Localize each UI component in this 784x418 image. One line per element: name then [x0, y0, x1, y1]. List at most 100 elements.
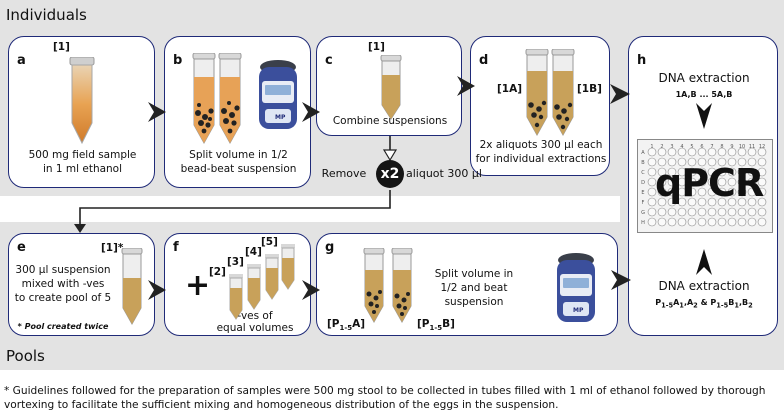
panel-a-tag: [1] — [53, 41, 70, 53]
plate-well — [677, 217, 687, 227]
plate-well — [647, 177, 657, 187]
plate-col-label: 12 — [759, 144, 765, 150]
panel-f-tag-2: [2] — [209, 266, 226, 278]
plate-well — [657, 207, 667, 217]
plate-well — [687, 197, 697, 207]
panel-a-letter: a — [17, 53, 26, 68]
plate-well — [667, 167, 677, 177]
panel-f-letter: f — [173, 240, 179, 255]
plate-well — [727, 207, 737, 217]
plate-col-label: 1 — [650, 144, 653, 150]
plate-well — [687, 177, 697, 187]
plate-well — [687, 207, 697, 217]
plate-well — [747, 177, 757, 187]
plate-well — [687, 217, 697, 227]
panel-e-tag: [1]* — [101, 242, 124, 254]
plate-well — [717, 207, 727, 217]
panel-c: c [1] Combine suspensions — [316, 36, 462, 136]
panel-f-tag-5: [5] — [261, 236, 278, 248]
panel-b-text-2: bead-beat suspension — [180, 163, 297, 175]
plate-well — [677, 187, 687, 197]
panel-c-text: Combine suspensions — [332, 115, 448, 127]
arrow-f-to-g-icon — [302, 280, 320, 300]
plate-well — [757, 217, 767, 227]
neg-tube-4-icon — [265, 254, 279, 300]
plate-well — [707, 197, 717, 207]
plate-well — [677, 167, 687, 177]
plate-well — [747, 167, 757, 177]
up-arrow-icon — [696, 249, 712, 275]
panel-d-letter: d — [479, 53, 489, 68]
panel-b-machine-badge: MP — [275, 114, 286, 121]
plate-well — [757, 157, 767, 167]
plate-well — [657, 177, 667, 187]
panel-a-text-1: 500 mg field sample — [28, 149, 137, 161]
panel-h-letter: h — [637, 53, 647, 68]
plate-well — [717, 167, 727, 177]
plate-well — [687, 187, 697, 197]
neg-tube-2-icon — [229, 274, 243, 320]
connector-prefix: Remove — [321, 167, 367, 180]
plate-well — [657, 187, 667, 197]
pool-bead-tube-right-icon — [391, 248, 413, 324]
pool-bead-tube-left-icon — [363, 248, 385, 324]
panel-g-text-1: Split volume in — [434, 268, 514, 280]
footnote: * Guidelines followed for the preparatio… — [4, 385, 766, 411]
pool-tube-icon — [121, 248, 143, 326]
panel-d-text-2: for individual extractions — [475, 153, 607, 165]
plate-well — [667, 207, 677, 217]
panel-d-tag-right: [1B] — [577, 83, 602, 95]
plate-well — [717, 187, 727, 197]
bead-beater-icon — [259, 60, 297, 129]
plate-row-label: H — [641, 220, 645, 226]
panel-g-letter: g — [325, 240, 335, 255]
plate-well — [647, 157, 657, 167]
plate-well — [677, 157, 687, 167]
plate-well — [647, 217, 657, 227]
plate-well — [697, 217, 707, 227]
plate-well — [747, 207, 757, 217]
plate-well — [707, 217, 717, 227]
plus-icon: + — [185, 268, 211, 303]
plate-well — [667, 177, 677, 187]
arrow-d-to-h-icon — [610, 84, 630, 104]
plate-col-label: 8 — [720, 144, 723, 150]
plate-well — [667, 217, 677, 227]
panel-e-letter: e — [17, 240, 26, 255]
panel-b-letter: b — [173, 53, 183, 68]
plate-well — [707, 177, 717, 187]
individuals-label: Individuals — [6, 6, 87, 24]
plate-well — [647, 167, 657, 177]
plate-well — [667, 197, 677, 207]
plate-well — [697, 157, 707, 167]
panel-b: b MP Split volume in 1/2 bead-beat suspe… — [164, 36, 311, 188]
panel-a: a [1] 500 mg field sample in 1 ml ethano… — [8, 36, 155, 188]
plate-well — [747, 147, 757, 157]
panel-b-text-1: Split volume in 1/2 — [189, 149, 288, 161]
plate-well — [677, 207, 687, 217]
plate-well — [737, 187, 747, 197]
panel-e-text-1: 300 µl suspension — [15, 264, 111, 276]
plate-well — [737, 217, 747, 227]
plate-well — [747, 187, 757, 197]
panel-a-text-2: in 1 ml ethanol — [42, 163, 123, 175]
plate-well — [647, 207, 657, 217]
plate-well — [737, 167, 747, 177]
plate-well — [737, 147, 747, 157]
panel-e-note: * Pool created twice — [17, 322, 109, 331]
down-arrow-icon — [696, 103, 712, 129]
x2-badge: x2 — [376, 160, 404, 188]
plate-row-label: G — [641, 210, 645, 216]
plate-well — [727, 167, 737, 177]
plate-well — [647, 187, 657, 197]
plate-well — [657, 197, 667, 207]
plate-well — [747, 157, 757, 167]
bead-tube-right-icon — [218, 53, 242, 145]
plate-row-label: A — [641, 150, 645, 156]
plate-well — [757, 197, 767, 207]
panel-g-tag-left: [P1-5A] — [327, 318, 366, 333]
bead-tube-left-icon — [192, 53, 216, 145]
panel-f-tag-3: [3] — [227, 256, 244, 268]
